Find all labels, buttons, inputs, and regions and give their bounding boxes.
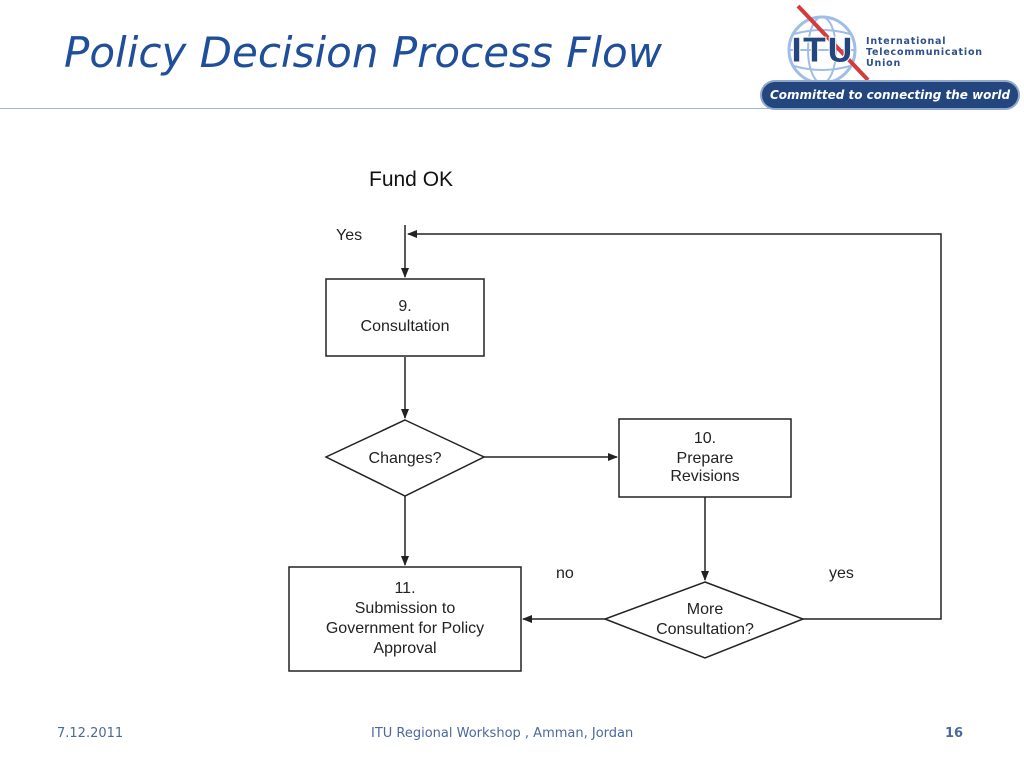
node-submission-label-1: Submission to	[355, 600, 456, 617]
itu-logo: ITU	[787, 4, 870, 85]
node-consultation-label: Consultation	[361, 318, 450, 335]
logo-name-line3: Union	[866, 58, 902, 69]
node-submission: 11. Submission to Government for Policy …	[288, 566, 522, 672]
slide-title: Policy Decision Process Flow	[64, 28, 663, 77]
node-changes-label: Changes?	[369, 450, 442, 467]
edge-label-yes-top: Yes	[336, 227, 362, 244]
logo-name-line1: International	[866, 36, 947, 47]
node-more-consultation-label-1: More	[687, 601, 724, 618]
logo-tagline-banner: Committed to connecting the world	[760, 80, 1020, 110]
edge-label-no: no	[556, 565, 574, 582]
itu-mark: ITU	[790, 31, 853, 71]
node-more-consultation-decision: More Consultation?	[602, 581, 806, 659]
node-submission-label-3: Approval	[373, 640, 436, 657]
node-submission-label-2: Government for Policy	[326, 620, 484, 637]
edge-label-yes-right: yes	[829, 565, 854, 582]
logo-name-line2: Telecommunication	[866, 47, 983, 58]
node-submission-number: 11.	[394, 580, 415, 597]
node-prepare-revisions: 10. Prepare Revisions	[618, 418, 792, 498]
node-prepare-revisions-number: 10.	[694, 430, 716, 447]
node-consultation: 9. Consultation	[325, 278, 485, 357]
edge-more-consultation-loop-back	[407, 230, 942, 620]
node-prepare-revisions-label-1: Prepare	[677, 450, 734, 467]
globe-icon	[787, 4, 870, 85]
node-prepare-revisions-label-2: Revisions	[670, 468, 739, 485]
node-changes-decision: Changes?	[324, 419, 486, 497]
logo-tagline: Committed to connecting the world	[769, 88, 1011, 102]
fund-ok-label: Fund OK	[369, 168, 454, 191]
footer-event: ITU Regional Workshop , Amman, Jordan	[371, 726, 634, 741]
footer-page-number: 16	[945, 726, 964, 741]
node-more-consultation-label-2: Consultation?	[656, 621, 754, 638]
node-consultation-number: 9.	[398, 298, 411, 315]
footer-date: 7.12.2011	[57, 726, 124, 741]
title-divider	[0, 108, 800, 109]
